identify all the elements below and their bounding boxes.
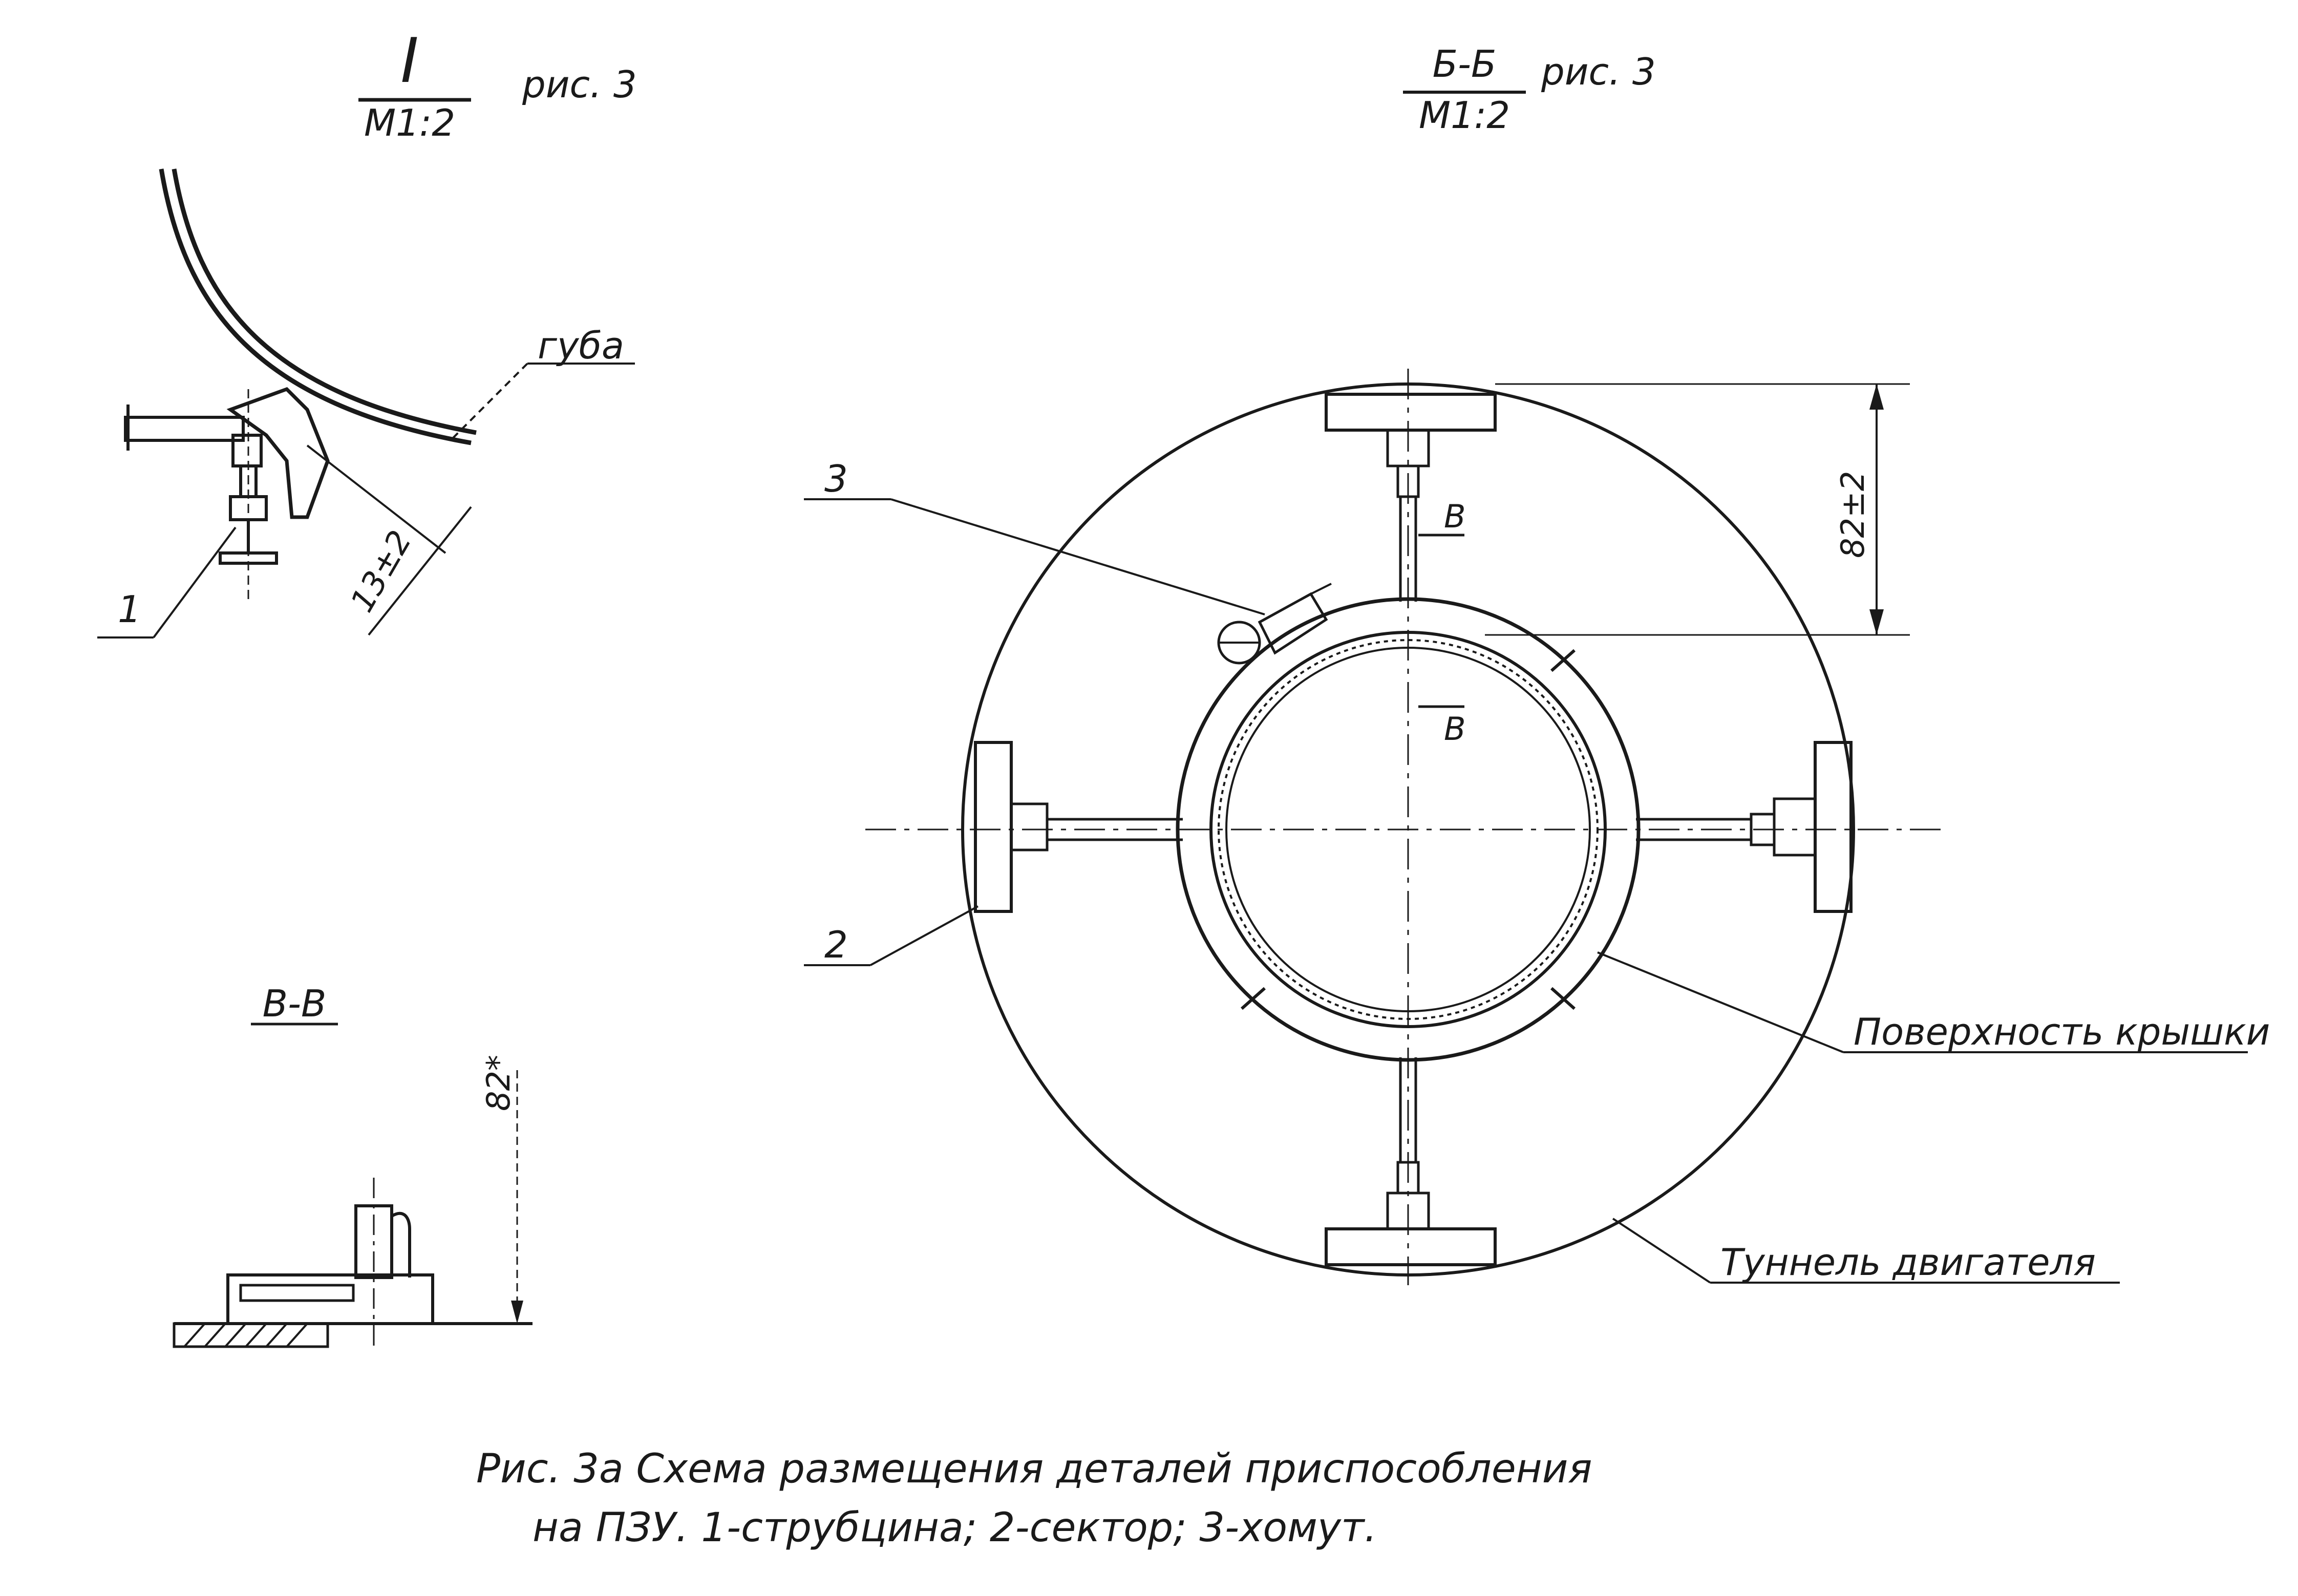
ring-divider-sw	[1241, 987, 1266, 1010]
dim-13-ext-1	[306, 444, 446, 554]
figure-caption: Рис. 3а Схема размещения деталей приспос…	[476, 1446, 1592, 1551]
section-mark-top: В	[1444, 498, 1466, 535]
sector-left-pad	[974, 741, 1013, 913]
lip-leader	[450, 363, 528, 441]
sector-bottom	[1325, 1057, 1497, 1266]
sector-right-pad	[1814, 741, 1853, 913]
base-hatching	[183, 1323, 308, 1348]
sector-right-pad-edge	[1836, 753, 1847, 901]
caption-line-2: на ПЗУ. 1-струбцина; 2-сектор; 3-хомут.	[533, 1505, 1377, 1551]
view-I-scale: М1:2	[364, 101, 455, 144]
ring-clamp-screw	[1310, 583, 1332, 595]
view-VV: В-В 82*	[173, 982, 533, 1352]
view-I-numeral: I	[400, 26, 418, 97]
ring-divider-ne	[1550, 649, 1576, 672]
tunnel-circle	[961, 382, 1855, 1276]
sector-top-pad	[1325, 393, 1497, 432]
ring-clamp	[1217, 583, 1332, 665]
dim-82star-arrow	[511, 1301, 523, 1324]
cover-ring-hatch	[1218, 639, 1599, 1020]
callout-3-leader	[890, 498, 1265, 615]
sector-bottom-pad	[1325, 1227, 1497, 1266]
cover-ring-mid	[1209, 631, 1607, 1028]
dim-82-arrow-bottom	[1869, 609, 1884, 635]
section-part-body	[226, 1273, 434, 1325]
callout-2-leader	[870, 905, 978, 966]
view-I-ref: рис. 3	[522, 63, 637, 106]
dim-82star-value: 82*	[480, 1055, 517, 1111]
cover-ring-inner	[1225, 647, 1591, 1012]
shell-curve-inner	[172, 168, 477, 435]
sector-top	[1325, 393, 1497, 602]
view-I-detail: I М1:2 рис. 3 губа 13±2 1	[97, 26, 637, 639]
caption-line-1: Рис. 3а Схема размещения деталей приспос…	[476, 1446, 1592, 1492]
label-tunnel: Туннель двигателя	[1720, 1241, 2096, 1284]
label-tunnel-leader	[1612, 1218, 1711, 1284]
section-mark-bottom: В	[1444, 710, 1466, 748]
sector-top-nut	[1396, 464, 1420, 498]
label-cover-leader	[1597, 951, 1844, 1053]
callout-1: 1	[118, 588, 141, 631]
sector-right-block	[1773, 797, 1817, 857]
view-VV-title: В-В	[263, 982, 327, 1025]
section-part-recess	[239, 1284, 355, 1302]
shell-curve-outer	[159, 168, 472, 445]
plate	[124, 416, 245, 442]
sector-right-nut	[1750, 813, 1776, 846]
dim-13-line	[368, 506, 472, 636]
callout-3: 3	[824, 457, 848, 500]
view-BB: Б-Б М1:2 рис. 3	[804, 42, 2270, 1285]
label-cover-surface: Поверхность крышки	[1854, 1010, 2270, 1053]
clamp-body	[226, 387, 330, 519]
sector-right	[1636, 741, 1853, 913]
sector-left-block	[1010, 802, 1049, 852]
view-BB-ref: рис. 3	[1541, 50, 1656, 93]
sector-left	[974, 741, 1183, 913]
sector-bottom-nut	[1396, 1161, 1420, 1195]
callout-2: 2	[824, 923, 848, 966]
view-BB-scale: М1:2	[1419, 94, 1510, 137]
ring-clamp-body	[1258, 592, 1328, 655]
view-BB-title: Б-Б	[1433, 42, 1497, 86]
ring-divider-se	[1550, 987, 1576, 1010]
dim-82-arrow-top	[1869, 384, 1884, 410]
callout-1-leader	[153, 526, 237, 639]
cover-ring-outer	[1176, 597, 1641, 1062]
dim-82-value: 82±2	[1834, 471, 1871, 558]
dim-13-value: 13±2	[343, 524, 419, 619]
section-part-post-break	[391, 1211, 411, 1278]
lip-label: губа	[538, 324, 624, 367]
